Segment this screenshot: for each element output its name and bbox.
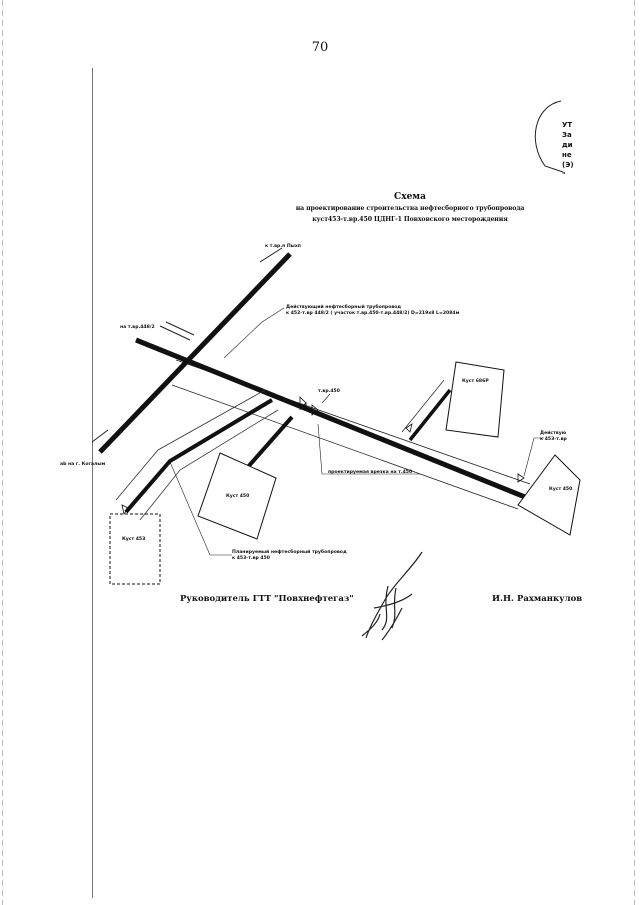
scheme-title: Схема на проектирование строительства не… — [200, 192, 620, 225]
road-marker-left — [165, 321, 195, 336]
title-line-2: куст453-т.вр.450 ЦДНГ-1 Повховского мест… — [312, 216, 508, 223]
label-pad-450: Куст 450 — [226, 494, 250, 499]
label-pad-right-top: Куст 686Р — [462, 379, 489, 384]
branch-pad-450 — [245, 415, 294, 470]
label-existing-right: Действую к 453-т.вр — [540, 431, 567, 442]
pad-453 — [109, 513, 161, 585]
valve-symbols — [121, 396, 525, 516]
road-marker-left-top — [159, 325, 191, 341]
stamp-text: УТ За ди не (Э) " — [562, 121, 574, 179]
planned-pipeline — [124, 398, 274, 514]
footer-name: И.Н. Рахманкулов — [492, 594, 583, 604]
label-designed-tie-in: проектируемая врезка на т.450 — [328, 470, 413, 475]
footer-position: Руководитель ГТТ "Повхнефтегаз" — [180, 594, 354, 604]
planned-pipeline-outline-2 — [139, 409, 279, 521]
road-marker-bottom — [91, 429, 109, 443]
title-line-1: на проектирование строительства нефтесбо… — [295, 205, 525, 212]
label-to-node-448: на т.вр.448/2 — [120, 325, 155, 330]
label-to-kogal: ab на г. Когалым — [60, 462, 106, 467]
branch-pad-right — [408, 388, 452, 442]
binding-margin-line — [92, 68, 93, 898]
branch-pad-right-outline — [401, 379, 445, 433]
label-existing-pipeline: Действующий нефтесборный трубопровод к 4… — [286, 305, 460, 316]
leader-lines — [169, 307, 544, 556]
pad-right-bottom — [517, 454, 581, 536]
approval-stamp — [534, 100, 564, 173]
road-marker-top — [259, 247, 283, 263]
pad-686r — [445, 361, 505, 438]
signature — [361, 551, 423, 641]
page-edge-left — [2, 0, 3, 905]
page-number: 70 — [311, 40, 329, 55]
label-pad-453: Куст 453 — [122, 537, 146, 542]
page-edge-right — [634, 0, 635, 905]
existing-pipeline-main — [135, 337, 526, 500]
pad-450 — [197, 452, 277, 540]
label-pad-right-bottom: Куст 450 — [549, 487, 573, 492]
title-main: Схема — [394, 192, 426, 202]
label-planned-pipeline: Планируемый нефтесборный трубопровод к 4… — [232, 550, 347, 561]
planned-pipeline-outline — [115, 389, 266, 501]
road-to-pikh — [98, 252, 292, 454]
label-to-pikh: к т.вр.п Пыхп — [265, 244, 301, 249]
label-node-450: т.вр.450 — [318, 389, 340, 394]
